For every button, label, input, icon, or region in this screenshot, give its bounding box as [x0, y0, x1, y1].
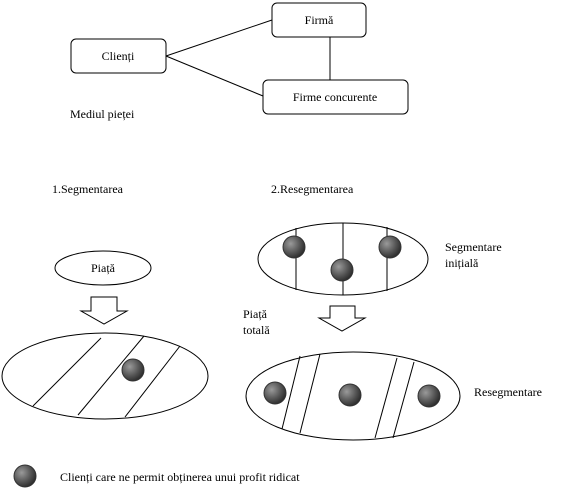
segment-divider: [299, 353, 321, 434]
legend-dot-icon: [13, 464, 37, 488]
profitable-client-dot: [263, 381, 287, 405]
profitable-client-dot: [338, 383, 362, 407]
segment-divider: [392, 361, 415, 439]
competitors-box: [262, 79, 409, 115]
total-market-label-line2: totală: [243, 323, 270, 337]
segmentation-diagram: 1.Segmentarea Piață: [1, 182, 209, 420]
segment-divider: [281, 355, 301, 430]
profitable-client-dot: [378, 235, 402, 259]
total-market-label-line1: Piață: [243, 307, 268, 321]
segment-divider: [32, 337, 102, 407]
down-arrow-icon: [79, 296, 129, 325]
resegmentation-diagram: 2.Resegmentarea Segmentare inițială Piaț…: [243, 182, 542, 441]
market-environment-caption: Mediul pieței: [70, 107, 135, 121]
firm-box: [271, 2, 367, 38]
segmentation-title: 1.Segmentarea: [52, 182, 124, 196]
connector-clients-competitors: [165, 55, 264, 97]
down-arrow-icon: [317, 305, 367, 332]
profitable-client-dot: [121, 358, 145, 382]
segmented-market-ellipse: [1, 332, 209, 420]
market-environment-diagram: Clienți Firmă Firme concurente Mediul pi…: [70, 2, 409, 121]
market-label: Piață: [91, 261, 116, 275]
resegmentation-title: 2.Resegmentarea: [271, 182, 354, 196]
segment-divider: [77, 335, 145, 416]
legend: Clienți care ne permit obținerea unui pr…: [13, 464, 300, 488]
clients-box: [70, 38, 167, 74]
initial-segmentation-label-line1: Segmentare: [445, 240, 502, 254]
competitors-label: Firme concurente: [293, 90, 377, 104]
profitable-client-dot: [417, 384, 441, 408]
profitable-client-dot: [282, 235, 306, 259]
legend-text: Clienți care ne permit obținerea unui pr…: [60, 470, 300, 484]
market-ellipse: [54, 250, 152, 286]
segment-divider: [374, 357, 398, 439]
resegmentation-label: Resegmentare: [474, 385, 542, 399]
profitable-client-dot: [330, 258, 354, 282]
connector-clients-firm: [165, 19, 273, 57]
initial-segmentation-label-line2: inițială: [445, 256, 479, 270]
segment-divider: [124, 345, 181, 418]
firm-label: Firmă: [305, 13, 334, 27]
clients-label: Clienți: [102, 49, 135, 63]
